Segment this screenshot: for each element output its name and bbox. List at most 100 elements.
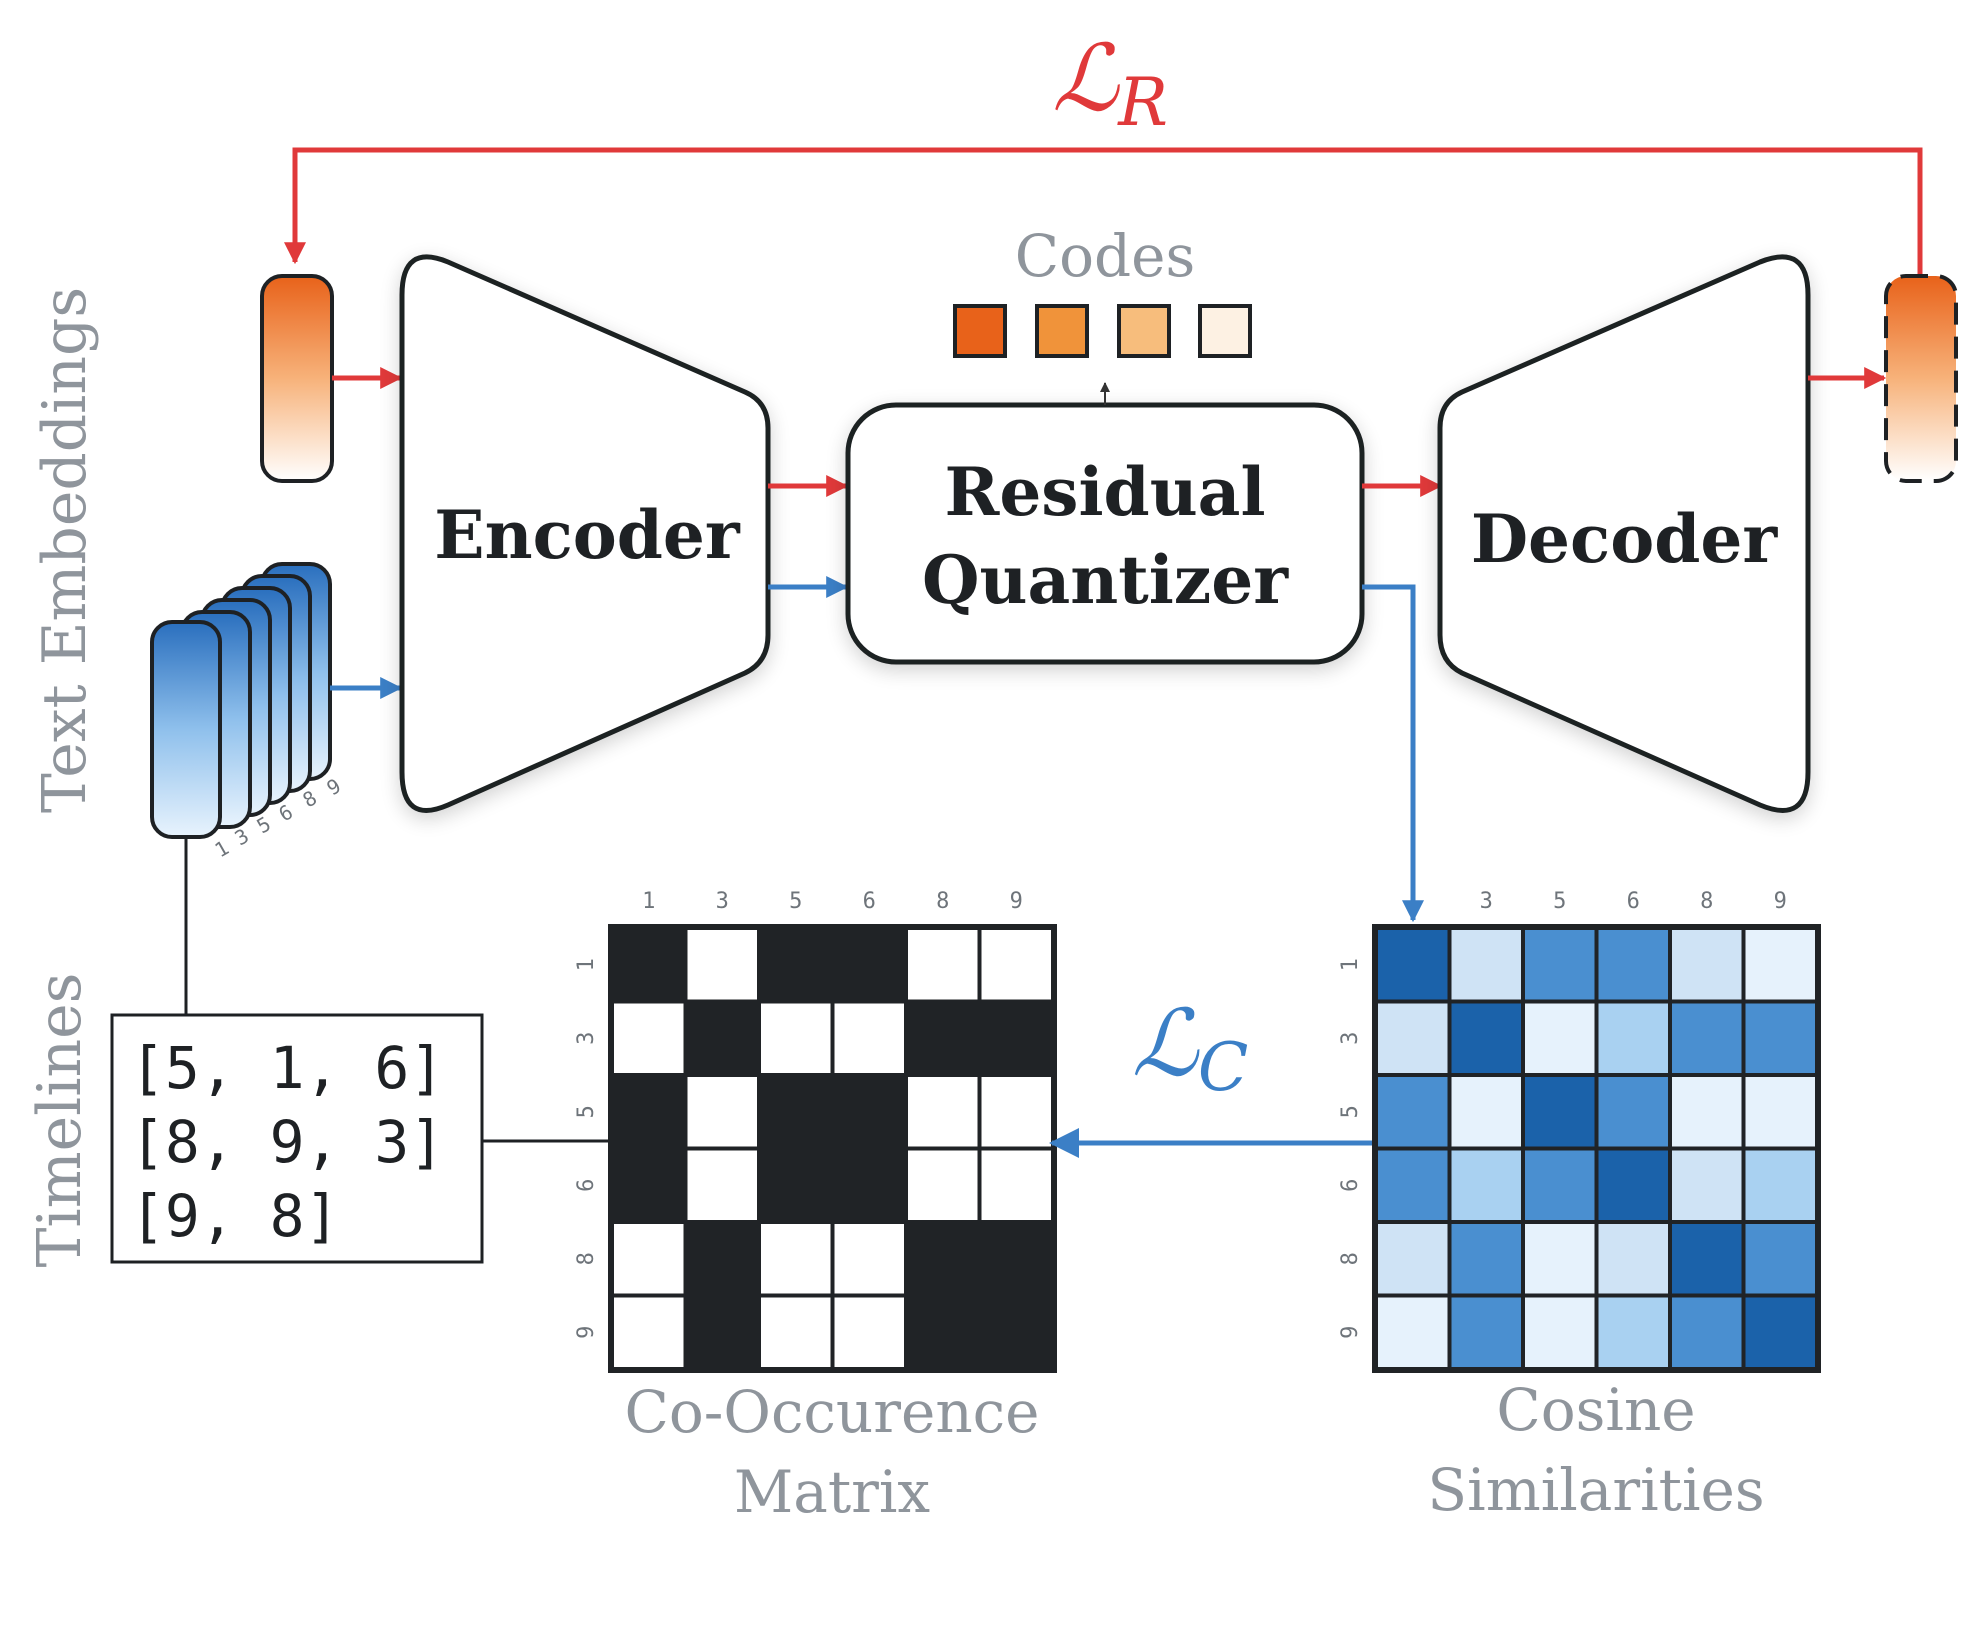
matrix-cell xyxy=(1668,1073,1746,1151)
matrix-cell xyxy=(977,1293,1055,1371)
cosine-label-line1: Cosine xyxy=(1496,1376,1695,1444)
matrix-cell xyxy=(830,1293,908,1371)
matrix-cell xyxy=(1521,1293,1599,1371)
matrix-cell xyxy=(1521,926,1599,1004)
matrix-cell xyxy=(977,1073,1055,1151)
matrix-cell xyxy=(1374,999,1452,1077)
matrix-cell xyxy=(830,1073,908,1151)
matrix-cell xyxy=(757,1146,835,1224)
matrix-row-label: 3 xyxy=(574,1032,599,1045)
matrix-cell xyxy=(1374,1293,1452,1371)
matrix-col-label: 5 xyxy=(1553,889,1566,914)
matrix-cell xyxy=(683,1146,761,1224)
matrix-row-label: 6 xyxy=(574,1179,599,1192)
matrix-cell xyxy=(1374,1220,1452,1298)
stack-label: 9 xyxy=(323,774,345,801)
matrix-cell xyxy=(1594,999,1672,1077)
matrix-row-label: 8 xyxy=(1338,1252,1363,1265)
stack-label: 6 xyxy=(275,800,297,827)
stack-label: 1 xyxy=(211,836,233,863)
matrix-cell xyxy=(683,1293,761,1371)
matrix-cell xyxy=(1668,999,1746,1077)
matrix-cell xyxy=(977,1220,1055,1298)
matrix-cell xyxy=(1521,1073,1599,1151)
matrix-cell xyxy=(1447,926,1525,1004)
timeline-embedding-stack xyxy=(150,562,332,839)
encoder-block xyxy=(399,254,771,813)
matrix-row-label: 9 xyxy=(574,1326,599,1339)
stack-label: 5 xyxy=(253,812,275,839)
matrix-cell xyxy=(757,1073,835,1151)
matrix-cell xyxy=(1741,1293,1819,1371)
matrix-cell xyxy=(830,1220,908,1298)
quantizer-label-line1: Residual xyxy=(944,453,1265,531)
matrix-cell xyxy=(610,1073,688,1151)
matrix-cell xyxy=(904,926,982,1004)
matrix-cell xyxy=(1741,926,1819,1004)
matrix-cell xyxy=(1741,999,1819,1077)
matrix-cell xyxy=(610,926,688,1004)
matrix-cell xyxy=(830,1146,908,1224)
matrix-cell xyxy=(1594,1073,1672,1151)
timeline-row: [9, 8] xyxy=(130,1182,340,1250)
quantizer-label-line2: Quantizer xyxy=(922,541,1289,619)
matrix-cell xyxy=(1594,926,1672,1004)
matrix-cell xyxy=(904,1220,982,1298)
matrix-cell xyxy=(757,1220,835,1298)
matrix-cell xyxy=(904,1073,982,1151)
matrix-cell xyxy=(610,1293,688,1371)
code-squares xyxy=(953,304,1252,358)
matrix-cell xyxy=(757,999,835,1077)
matrix-cell xyxy=(683,999,761,1077)
code-square xyxy=(1035,304,1089,358)
matrix-cell xyxy=(1447,1293,1525,1371)
matrix-cell xyxy=(1521,999,1599,1077)
encoder-label: Encoder xyxy=(434,496,741,574)
matrix-cell xyxy=(1447,1146,1525,1224)
timeline-row: [8, 9, 3] xyxy=(130,1108,444,1176)
cooccurrence-label-line2: Matrix xyxy=(734,1458,930,1526)
matrix-cell xyxy=(1668,926,1746,1004)
matrix-cell xyxy=(1521,1220,1599,1298)
text-embeddings-label: Text Embeddings xyxy=(30,287,100,813)
decoder-block xyxy=(1437,254,1811,813)
matrix-cell xyxy=(1594,1293,1672,1371)
code-square xyxy=(953,304,1007,358)
matrix-col-label: 8 xyxy=(936,889,949,914)
contrastive-loss-label: ℒC xyxy=(1132,990,1249,1106)
reconstruction-loss-arrow xyxy=(284,147,1923,275)
matrix-cell xyxy=(683,1220,761,1298)
matrix-cell xyxy=(977,926,1055,1004)
matrix-cell xyxy=(1521,1146,1599,1224)
matrix-cell xyxy=(1668,1220,1746,1298)
matrix-cell xyxy=(904,1293,982,1371)
cooccurrence-label-line1: Co-Occurence xyxy=(625,1378,1040,1446)
stack-label: 3 xyxy=(231,824,253,851)
matrix-cell xyxy=(1741,1220,1819,1298)
matrix-row-label: 1 xyxy=(574,958,599,971)
timelines-box xyxy=(110,1013,484,1264)
matrix-col-label: 9 xyxy=(1774,889,1787,914)
matrix-cell xyxy=(1374,1146,1452,1224)
matrix-cell xyxy=(1374,1073,1452,1151)
matrix-cell xyxy=(1594,1146,1672,1224)
codes-label: Codes xyxy=(1015,222,1196,290)
matrix-row-label: 9 xyxy=(1338,1326,1363,1339)
reconstructed-embedding xyxy=(1884,274,1958,483)
matrix-col-label: 6 xyxy=(863,889,876,914)
matrix-cell xyxy=(757,1293,835,1371)
matrix-row-label: 5 xyxy=(1338,1105,1363,1118)
timeline-row: [5, 1, 6] xyxy=(130,1034,444,1102)
matrix-col-label: 9 xyxy=(1010,889,1023,914)
decoder-label: Decoder xyxy=(1471,500,1779,578)
matrix-cell xyxy=(757,926,835,1004)
cosine-label-line2: Similarities xyxy=(1427,1456,1764,1524)
matrix-cell xyxy=(610,1146,688,1224)
matrix-col-label: 3 xyxy=(716,889,729,914)
matrix-cell xyxy=(1668,1293,1746,1371)
matrix-cell xyxy=(830,999,908,1077)
matrix-cell xyxy=(977,1146,1055,1224)
matrix-col-label: 3 xyxy=(1480,889,1493,914)
